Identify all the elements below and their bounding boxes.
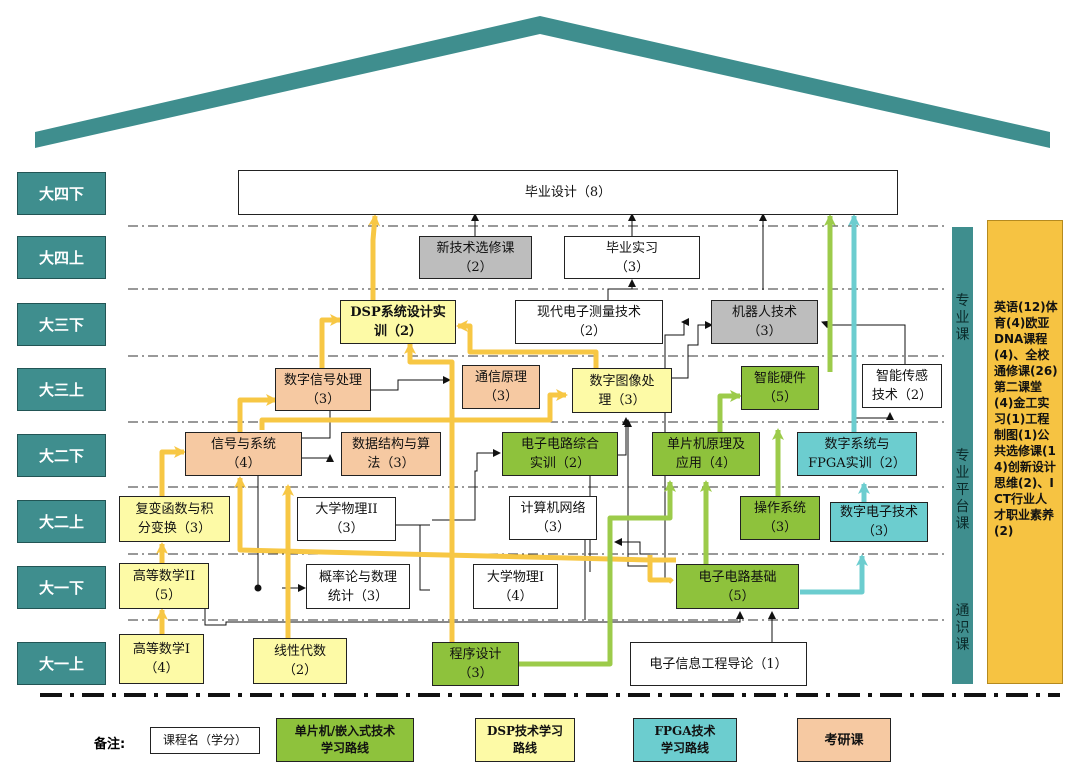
legend-mcu-route: 单片机/嵌入式技术 学习路线 [276,718,414,762]
course-smart-hardware: 智能硬件 （5） [741,366,819,410]
legend-postgrad: 考研课 [797,718,891,762]
legend-fpga-route: FPGA技术 学习路线 [633,718,737,762]
course-advanced-math-1: 高等数学I （4） [119,634,204,684]
legend-dsp-route: DSP技术学习 路线 [475,718,575,762]
course-digital-fpga-training: 数字系统与 FPGA实训（2） [797,432,917,476]
course-digital-electronics: 数字电子技术 （3） [830,502,928,542]
course-complex-functions: 复变函数与积 分变换（3） [119,496,230,542]
semester-junior-1: 大三上 [17,368,106,411]
roof-shape [35,16,1050,148]
course-smart-sensing: 智能传感 技术（2） [862,364,942,408]
course-dsp-training: DSP系统设计实 训（2） [340,300,456,344]
category-general: 通识课 [952,572,973,684]
course-graduation-internship: 毕业实习 （3） [564,236,700,279]
course-intro-eie: 电子信息工程导论（1） [630,642,807,686]
semester-junior-2: 大三下 [17,303,106,346]
course-computer-networks: 计算机网络 （3） [509,496,597,540]
course-advanced-math-2: 高等数学II （5） [119,563,209,609]
course-new-tech-elective: 新技术选修课 （2） [419,236,532,279]
semester-senior-1: 大四上 [17,236,106,279]
category-platform: 专业平台课 [952,409,973,572]
course-robotics: 机器人技术 （3） [711,300,818,344]
course-physics-1: 大学物理I （4） [473,564,558,609]
fpga-route-lines [800,214,870,595]
course-communication-principles: 通信原理 （3） [462,365,540,409]
course-signals-systems: 信号与系统 （4） [185,432,302,476]
course-operating-systems: 操作系统 （3） [740,496,820,540]
semester-freshman-1: 大一上 [17,642,106,685]
course-circuit-training: 电子电路综合 实训（2） [502,432,618,476]
course-graduation-design: 毕业设计（8） [238,170,898,215]
course-circuit-fundamentals: 电子电路基础 （5） [676,564,799,609]
dsp-route-lines [156,214,676,642]
course-probability: 概率论与数理 统计（3） [306,564,410,609]
category-major: 专业课 [952,227,973,409]
course-physics-2: 大学物理II （3） [297,497,396,541]
course-digital-signal-processing: 数字信号处理 （3） [275,368,371,411]
mcu-route-lines [518,214,836,667]
course-modern-measurement: 现代电子测量技术 （2） [515,300,663,344]
legend-note-label: 备注: [94,737,126,752]
course-mcu-principles: 单片机原理及 应用（4） [652,432,760,476]
legend-course-credit: 课程名（学分） [150,727,260,754]
semester-sophomore-2: 大二下 [17,434,106,477]
course-linear-algebra: 线性代数 （2） [253,638,347,684]
course-programming: 程序设计 （3） [432,642,519,686]
semester-sophomore-1: 大二上 [17,500,106,543]
junction-dot [254,584,262,592]
semester-senior-2: 大四下 [17,172,106,215]
semester-divider-lines [128,225,948,621]
course-data-structures: 数据结构与算 法（3） [341,432,441,476]
semester-freshman-2: 大一下 [17,566,106,609]
general-courses-panel: 英语(12)体育(4)欧亚DNA课程(4)、全校通修课(26)第二课堂(4)金工… [987,220,1063,684]
course-digital-image-processing: 数字图像处 理（3） [572,368,672,413]
